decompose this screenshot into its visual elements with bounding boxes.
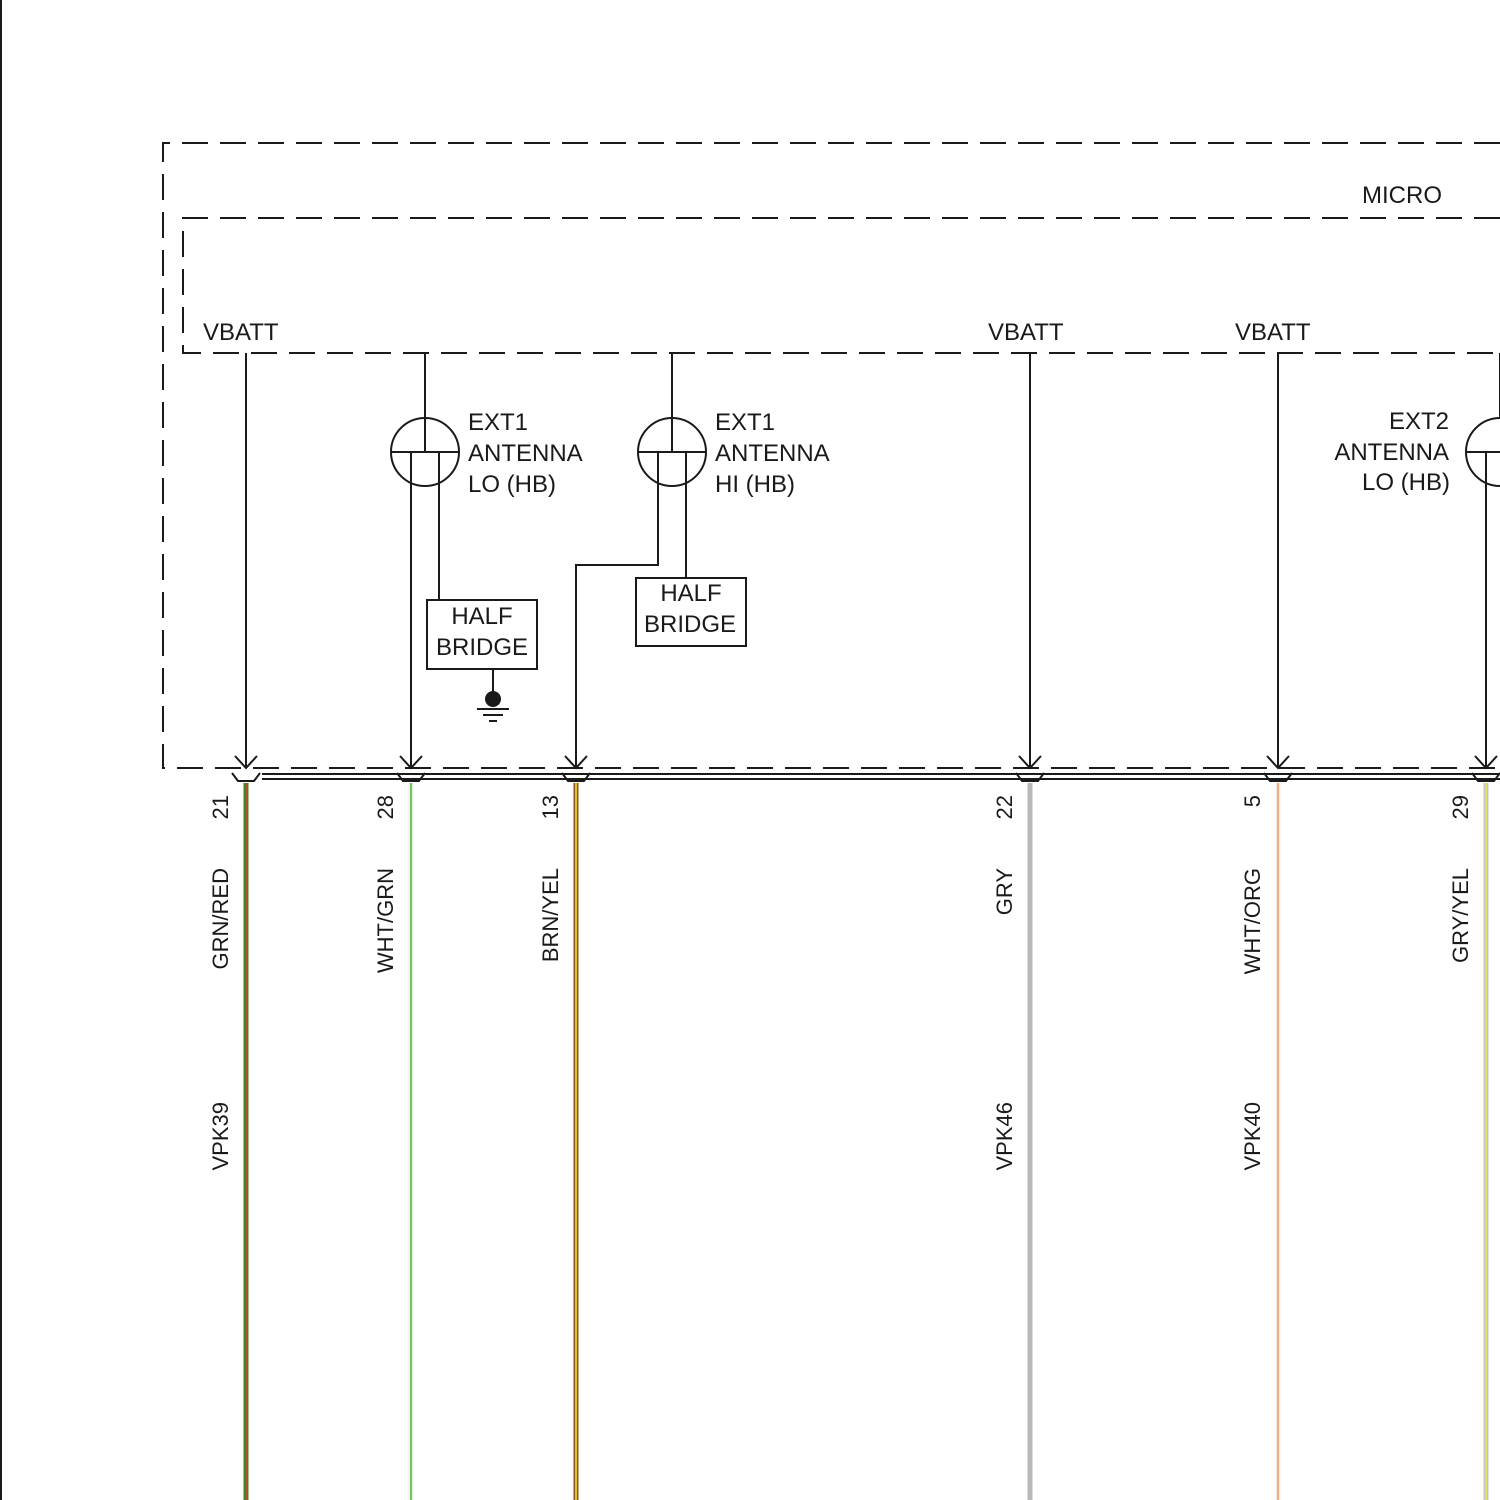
circuit-id-21: VPK39 [208,1102,233,1171]
wire-color-5: WHT/ORG [1240,868,1265,974]
pin-cavity-21 [232,773,260,781]
pin-number-22: 22 [992,795,1017,819]
half-bridge-1-line1: HALF [451,603,512,630]
module-outline [163,143,1500,768]
ext2-lo-label-line1: EXT2 [1389,408,1449,435]
ext1-hi-label-line1: EXT1 [715,409,775,436]
vbatt-label-3: VBATT [1235,319,1311,346]
ground-icon [477,669,509,721]
vbatt-label-1: VBATT [203,319,279,346]
ext1-antenna-hi-driver [576,353,706,768]
wire-color-22: GRY [992,868,1017,916]
half-bridge-2-line2: BRIDGE [644,611,736,638]
ext1-lo-label-line2: ANTENNA [468,440,583,467]
ext1-antenna-lo-driver [391,353,459,768]
vbatt-label-2: VBATT [988,319,1064,346]
pin-number-21: 21 [208,795,233,819]
ext1-lo-label-line3: LO (HB) [468,471,556,498]
ext2-lo-label-line2: ANTENNA [1334,439,1449,466]
wire-color-29: GRY/YEL [1448,868,1473,963]
wire-color-21: GRN/RED [208,868,233,969]
pin-number-29: 29 [1448,795,1473,819]
pin-number-28: 28 [373,795,398,819]
wire-color-28: WHT/GRN [373,868,398,973]
ext2-antenna-lo-driver [1466,353,1500,768]
pin-number-13: 13 [538,795,563,819]
wire-color-13: BRN/YEL [538,868,563,962]
ext1-hi-label-line2: ANTENNA [715,440,830,467]
pin-number-5: 5 [1240,795,1265,807]
half-bridge-1-line2: BRIDGE [436,634,528,661]
ext2-lo-label-line3: LO (HB) [1362,469,1450,496]
micro-label: MICRO [1362,182,1442,209]
half-bridge-2-line1: HALF [660,580,721,607]
circuit-id-5: VPK40 [1240,1102,1265,1171]
circuit-id-22: VPK46 [992,1102,1017,1171]
ext1-hi-label-line3: HI (HB) [715,471,795,498]
ext1-lo-label-line1: EXT1 [468,409,528,436]
